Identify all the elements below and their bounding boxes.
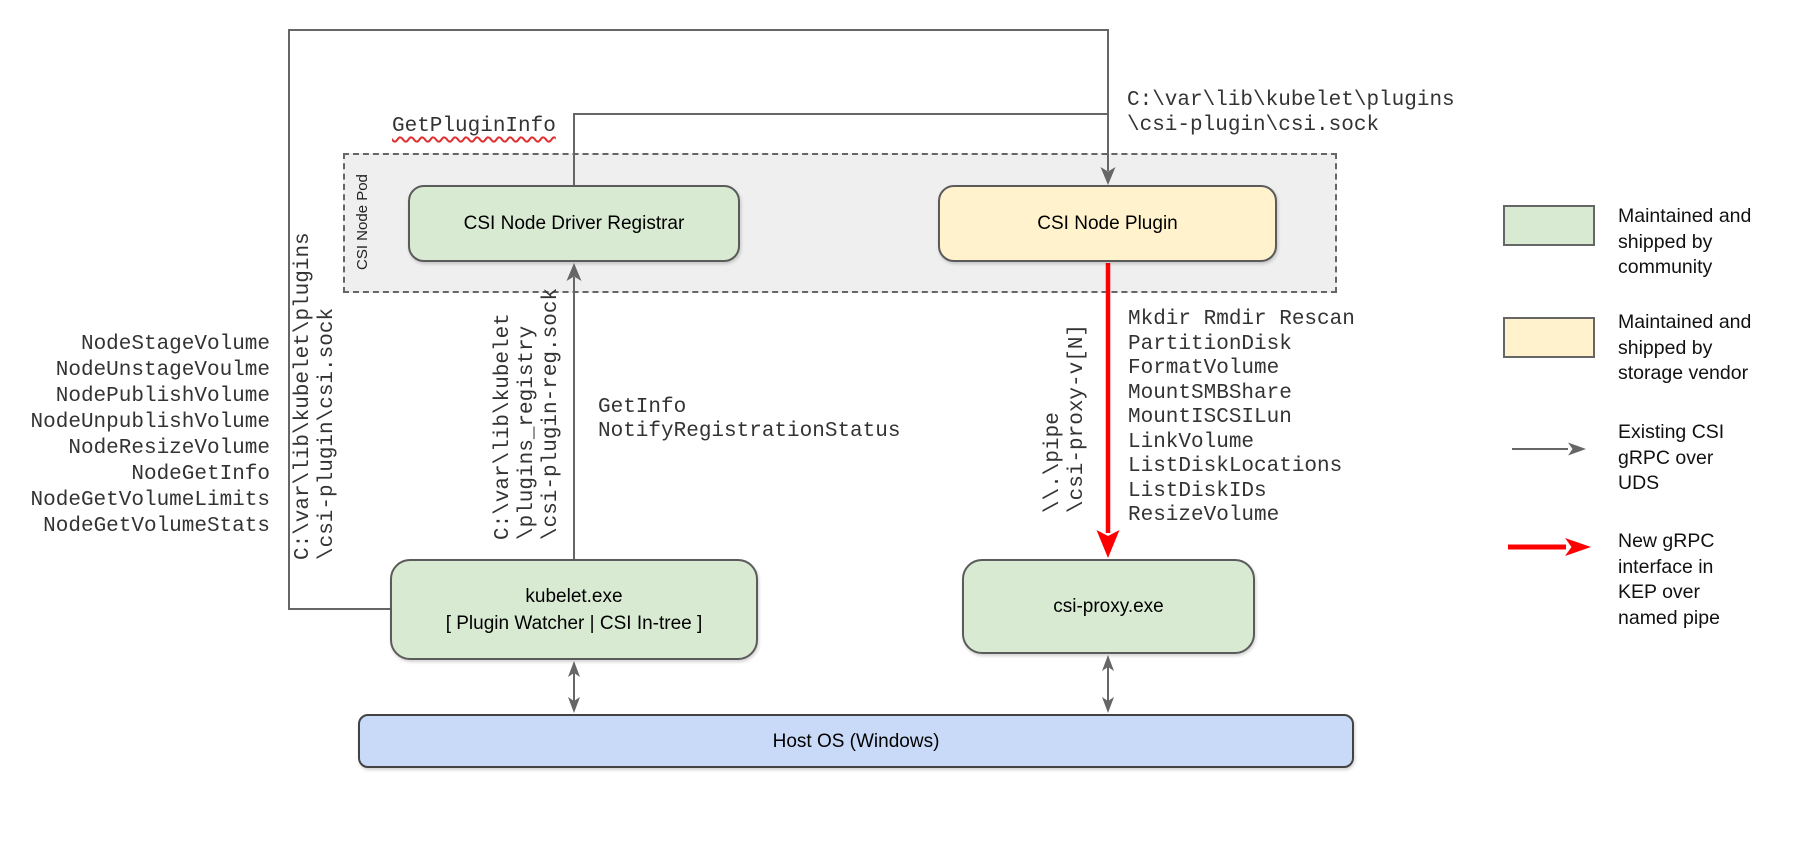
legend-pipe-label: New gRPC interface in KEP over named pip…: [1618, 530, 1720, 629]
left-sock-path-label: C:\var\lib\kubelet\plugins \csi-plugin\c…: [292, 232, 339, 560]
csi-node-pod-label: CSI Node Pod: [354, 174, 371, 270]
csi-node-plugin-box: CSI Node Plugin: [938, 185, 1277, 262]
host-os-box: Host OS (Windows): [358, 714, 1354, 768]
csi-node-driver-registrar-title: CSI Node Driver Registrar: [463, 213, 685, 234]
legend-community-swatch: [1503, 205, 1595, 246]
legend-uds-arrowhead-icon: [1568, 442, 1586, 456]
arrowhead-down-icon: [1102, 697, 1114, 713]
registration-calls-label: GetInfo NotifyRegistrationStatus: [598, 396, 901, 443]
arrowhead-down-icon: [568, 697, 580, 713]
proxy-calls-list: Mkdir Rmdir Rescan PartitionDisk FormatV…: [1128, 308, 1355, 527]
kubelet-box: kubelet.exe [ Plugin Watcher | CSI In-tr…: [390, 559, 758, 660]
arrowhead-up-icon: [1102, 655, 1114, 671]
kubelet-node-calls-list: NodeStageVolume NodeUnstageVoulme NodePu…: [30, 333, 270, 538]
legend-pipe-arrowhead-icon: [1565, 538, 1591, 556]
get-plugin-info-label: GetPluginInfo: [392, 115, 556, 138]
named-pipe-arrowhead-icon: [1096, 530, 1120, 558]
legend-vendor-label: Maintained and shipped by storage vendor: [1618, 311, 1752, 384]
host-os-title: Host OS (Windows): [772, 730, 940, 752]
csi-proxy-box: csi-proxy.exe: [962, 559, 1255, 654]
legend-uds-label: Existing CSI gRPC over UDS: [1618, 421, 1725, 494]
named-pipe-path-label: \\.\pipe \csi-proxy-v[N]: [1042, 323, 1089, 513]
kubelet-title: kubelet.exe [ Plugin Watcher | CSI In-tr…: [445, 585, 703, 634]
csi-sock-path-label: C:\var\lib\kubelet\plugins \csi-plugin\c…: [1127, 89, 1455, 137]
csi-node-plugin-title: CSI Node Plugin: [1037, 213, 1178, 234]
legend-community-label: Maintained and shipped by community: [1618, 205, 1752, 278]
arrowhead-up-icon: [568, 661, 580, 677]
csi-proxy-title: csi-proxy.exe: [1053, 596, 1164, 617]
registry-sock-path-label: C:\var\lib\kubelet \plugins_registry \cs…: [492, 287, 563, 540]
legend-vendor-swatch: [1503, 317, 1595, 358]
csi-node-driver-registrar-box: CSI Node Driver Registrar: [408, 185, 740, 262]
